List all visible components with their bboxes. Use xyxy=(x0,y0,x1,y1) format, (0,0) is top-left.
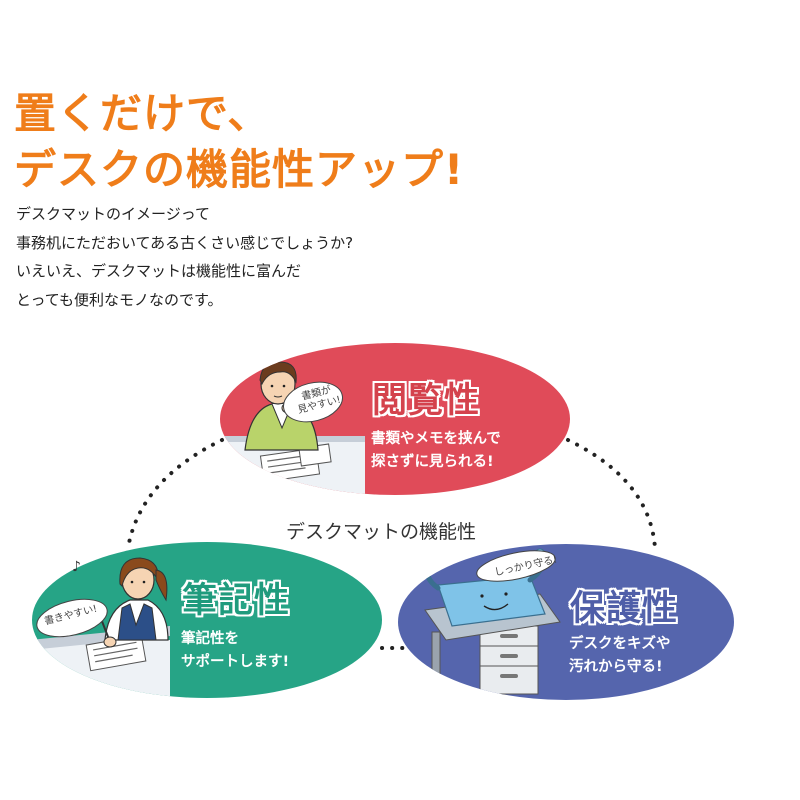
feature-ellipse-viewability xyxy=(220,343,570,495)
feature-title-protection: 保護性 xyxy=(570,589,679,629)
intro-paragraph: デスクマットのイメージって 事務机にただおいてある古くさい感じでしょうか? いえ… xyxy=(16,200,353,314)
feature-desc-viewability: 書類やメモを挟んで 探さずに見られる! xyxy=(371,428,501,474)
intro-line-4: とっても便利なモノなのです。 xyxy=(16,290,223,309)
feature-desc-line-2: サポートします! xyxy=(181,654,290,670)
feature-desc-line-1: 書類やメモを挟んで xyxy=(371,431,501,447)
feature-desc-writability: 筆記性を サポートします! xyxy=(181,628,289,674)
intro-line-2: 事務机にただおいてある古くさい感じでしょうか? xyxy=(16,233,354,252)
intro-line-3: いえいえ、デスクマットは機能性に富んだ xyxy=(16,262,302,280)
feature-desc-line-1: デスクをキズや xyxy=(569,636,671,652)
headline: 置くだけで、 デスクの機能性アップ! xyxy=(14,86,464,198)
feature-desc-line-2: 探さずに見られる! xyxy=(371,454,494,470)
intro-line-1: デスクマットのイメージって xyxy=(16,205,210,223)
feature-title-viewability: 閲覧性 xyxy=(372,381,481,421)
headline-line-2: デスクの機能性アップ! xyxy=(14,145,465,194)
feature-desc-line-1: 筆記性を xyxy=(181,631,239,647)
feature-ellipse-writability: ♪ xyxy=(32,542,382,698)
feature-desc-line-2: 汚れから守る! xyxy=(569,659,663,675)
feature-title-writability: 筆記性 xyxy=(182,581,291,621)
diagram-center-label: デスクマットの機能性 xyxy=(286,521,477,543)
music-note-icon: ♪ xyxy=(72,559,81,575)
feature-ellipse-protection xyxy=(398,544,734,700)
feature-desc-protection: デスクをキズや 汚れから守る! xyxy=(569,633,671,679)
smiling-desk-icon xyxy=(422,548,561,695)
headline-line-1: 置くだけで、 xyxy=(14,89,271,138)
